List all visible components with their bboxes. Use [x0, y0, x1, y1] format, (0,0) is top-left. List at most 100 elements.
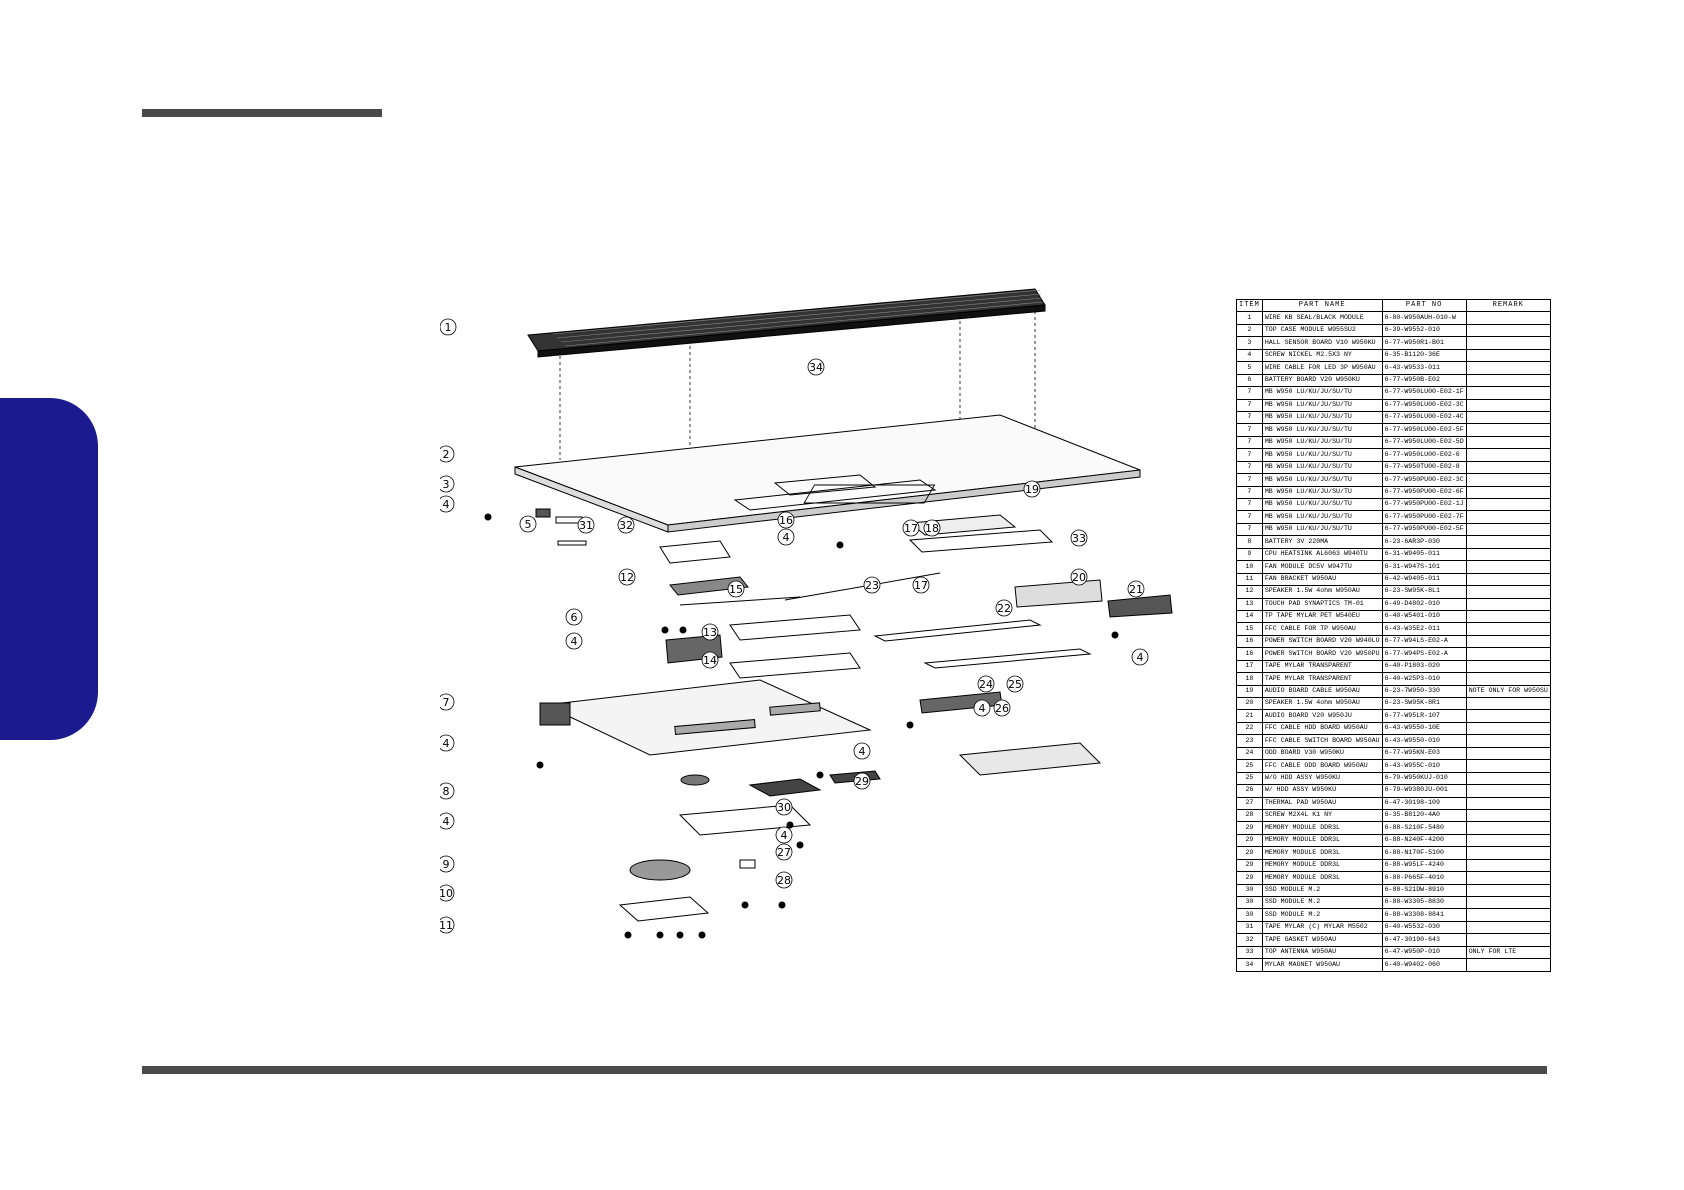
cell-part-no: 6-40-W5532-030	[1381, 920, 1467, 935]
cell-remark	[1465, 622, 1551, 636]
callout-bubble	[440, 318, 457, 336]
cell-remark	[1465, 348, 1551, 363]
cell-part-name: MB W950 LU/KU/JU/SU/TU	[1261, 435, 1383, 450]
cell-item: 7	[1236, 448, 1263, 462]
callout-label: 25	[1008, 678, 1022, 691]
cell-part-no: 6-77-W950LU00-E02-5D	[1381, 435, 1467, 450]
cell-remark	[1465, 908, 1551, 922]
cell-part-name: AUDIO BOARD V20 W950JU	[1261, 709, 1383, 723]
cell-remark	[1465, 336, 1551, 350]
cell-part-no: 6-23-6AR3P-030	[1381, 535, 1467, 549]
cell-remark	[1465, 373, 1551, 388]
cell-item: 7	[1236, 423, 1263, 437]
cell-part-name: ODD BOARD V30 W950KU	[1261, 746, 1383, 761]
callout-label: 15	[729, 583, 743, 596]
callout-label: 12	[620, 571, 634, 584]
cell-remark	[1465, 510, 1551, 524]
callout-bubble	[440, 475, 455, 493]
cell-part-no: 6-47-30198-109	[1381, 796, 1467, 810]
cell-part-name: THERMAL PAD W950AU	[1261, 796, 1383, 810]
cell-remark	[1465, 883, 1551, 898]
cell-part-no: 6-77-W950R1-B01	[1381, 336, 1467, 350]
header-part-no: PART NO	[1381, 298, 1467, 313]
callout-bubble	[977, 675, 995, 693]
callout-label: 4	[443, 498, 450, 511]
cell-part-name: SCREW NICKEL M2.5X3 NY	[1261, 348, 1383, 363]
cell-item: 5	[1236, 361, 1263, 375]
cell-item: 25	[1236, 771, 1263, 786]
keyboard-part	[527, 288, 1046, 358]
cell-part-no: 6-77-W950PU00-E02-3C	[1381, 473, 1467, 487]
callout-bubble	[701, 623, 719, 641]
cell-item: 1	[1236, 311, 1263, 325]
cell-part-name: MEMORY MODULE DDR3L	[1261, 833, 1383, 848]
cell-remark	[1465, 895, 1551, 910]
callout-bubble	[440, 495, 455, 513]
cell-remark	[1465, 435, 1551, 450]
cell-part-no: 6-88-S21DW-8910	[1381, 883, 1467, 898]
callout-bubble	[565, 608, 583, 626]
cell-item: 29	[1236, 871, 1263, 885]
cell-remark: NOTE ONLY FOR W950SU	[1465, 684, 1551, 699]
cell-part-no: 6-23-7W950-330	[1381, 684, 1467, 699]
callout-bubble	[777, 528, 795, 546]
cell-item: 15	[1236, 622, 1263, 636]
top-case-part	[514, 414, 1141, 533]
callout-label: 16	[779, 514, 793, 527]
cell-item: 21	[1236, 709, 1263, 723]
cell-part-name: MB W950 LU/KU/JU/SU/TU	[1261, 410, 1383, 425]
cell-part-name: FFC CABLE HDD BOARD W950AU	[1261, 721, 1383, 736]
cell-part-no: 6-77-W950B-E02	[1381, 373, 1467, 388]
cell-item: 7	[1236, 510, 1263, 524]
cell-item: 29	[1236, 833, 1263, 848]
cell-remark	[1465, 858, 1551, 873]
cell-part-no: 6-47-30190-643	[1381, 933, 1467, 947]
chapter-side-tab	[0, 398, 98, 740]
cell-part-no: 6-88-N240F-4200	[1381, 833, 1467, 848]
cell-part-name: MB W950 LU/KU/JU/SU/TU	[1261, 510, 1383, 524]
callout-label: 20	[1072, 571, 1086, 584]
callout-label: 8	[443, 785, 450, 798]
cell-remark	[1465, 933, 1551, 947]
cell-part-no: 6-79-W950KUJ-010	[1381, 771, 1467, 786]
callout-bubble	[618, 568, 636, 586]
callout-label: 4	[783, 531, 790, 544]
cell-part-no: 6-88-P665F-4010	[1381, 871, 1467, 885]
cell-item: 28	[1236, 808, 1263, 823]
cell-part-no: 6-35-B8120-4A0	[1381, 808, 1467, 823]
callout-label: 3	[443, 478, 450, 491]
callout-bubble	[1131, 648, 1149, 666]
cell-remark	[1465, 311, 1551, 325]
cell-part-no: 6-40-W5401-010	[1381, 609, 1467, 624]
cell-remark	[1465, 846, 1551, 860]
cell-part-name: MYLAR MAGNET W950AU	[1261, 958, 1383, 972]
mainboard-part	[539, 679, 872, 756]
cell-part-name: MB W950 LU/KU/JU/SU/TU	[1261, 497, 1383, 512]
cell-remark	[1465, 572, 1551, 587]
callout-bubble	[1070, 529, 1088, 547]
cell-item: 7	[1236, 522, 1263, 537]
cell-remark	[1465, 696, 1551, 711]
cell-item: 10	[1236, 560, 1263, 574]
callout-label: 2	[443, 448, 450, 461]
cell-part-no: 6-43-W35E2-011	[1381, 622, 1467, 636]
